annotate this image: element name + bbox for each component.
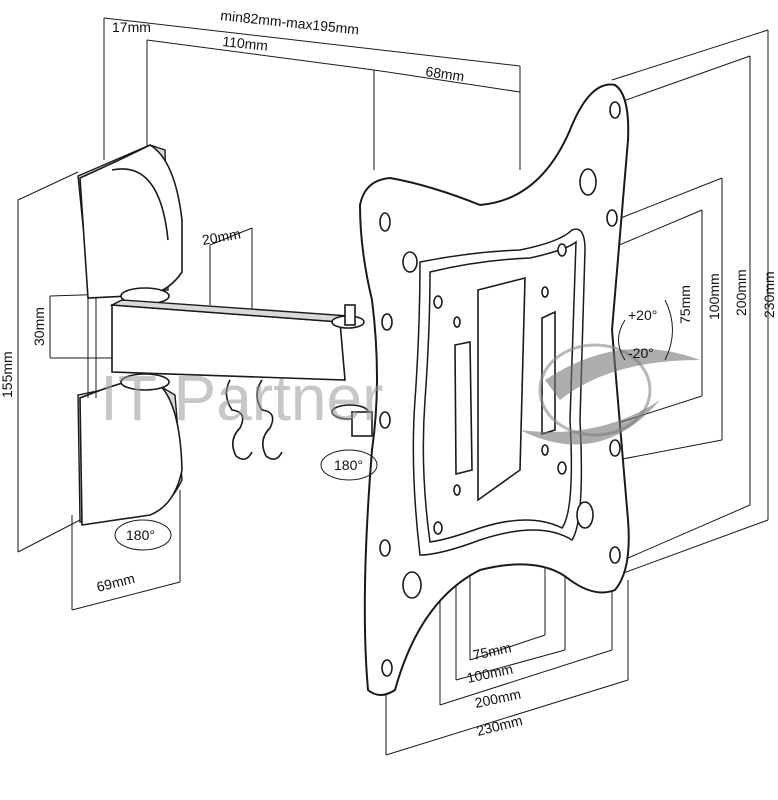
left-dimensions bbox=[17, 171, 253, 611]
label-plate-depth: 68mm bbox=[425, 63, 466, 84]
label-tilt-up: +20° bbox=[628, 307, 657, 323]
watermark: IT Partner bbox=[100, 343, 700, 445]
label-wall-plate-width: 69mm bbox=[95, 570, 137, 595]
label-vesa-v-230: 230mm bbox=[761, 271, 777, 318]
label-vesa-h-100: 100mm bbox=[465, 661, 514, 686]
watermark-text: IT Partner bbox=[100, 362, 383, 434]
swing-arm bbox=[109, 299, 373, 460]
label-vesa-h-75: 75mm bbox=[471, 639, 512, 663]
label-arm-thickness: 20mm bbox=[201, 225, 242, 248]
label-range-width: min82mm-max195mm bbox=[220, 7, 360, 37]
label-wall-offset: 17mm bbox=[112, 19, 151, 35]
label-vesa-h-200: 200mm bbox=[473, 686, 522, 711]
label-vesa-v-75: 75mm bbox=[677, 285, 693, 324]
vesa-plate bbox=[358, 83, 630, 696]
label-tilt-down: -20° bbox=[628, 345, 654, 361]
label-arm-swivel: 180° bbox=[334, 457, 363, 473]
label-vesa-v-200: 200mm bbox=[733, 269, 749, 316]
label-arm-height: 30mm bbox=[31, 307, 47, 346]
label-arm-length: 110mm bbox=[222, 33, 269, 54]
wall-swivel-ring bbox=[114, 519, 172, 551]
label-wall-plate-height: 155mm bbox=[0, 351, 15, 398]
label-vesa-h-230: 230mm bbox=[475, 712, 524, 739]
wall-plate bbox=[77, 144, 183, 526]
top-dimensions bbox=[103, 17, 521, 170]
label-vesa-v-100: 100mm bbox=[706, 273, 722, 320]
arm-swivel-ring bbox=[320, 449, 378, 481]
label-wall-swivel: 180° bbox=[126, 527, 155, 543]
rotation-arrows bbox=[114, 299, 673, 551]
